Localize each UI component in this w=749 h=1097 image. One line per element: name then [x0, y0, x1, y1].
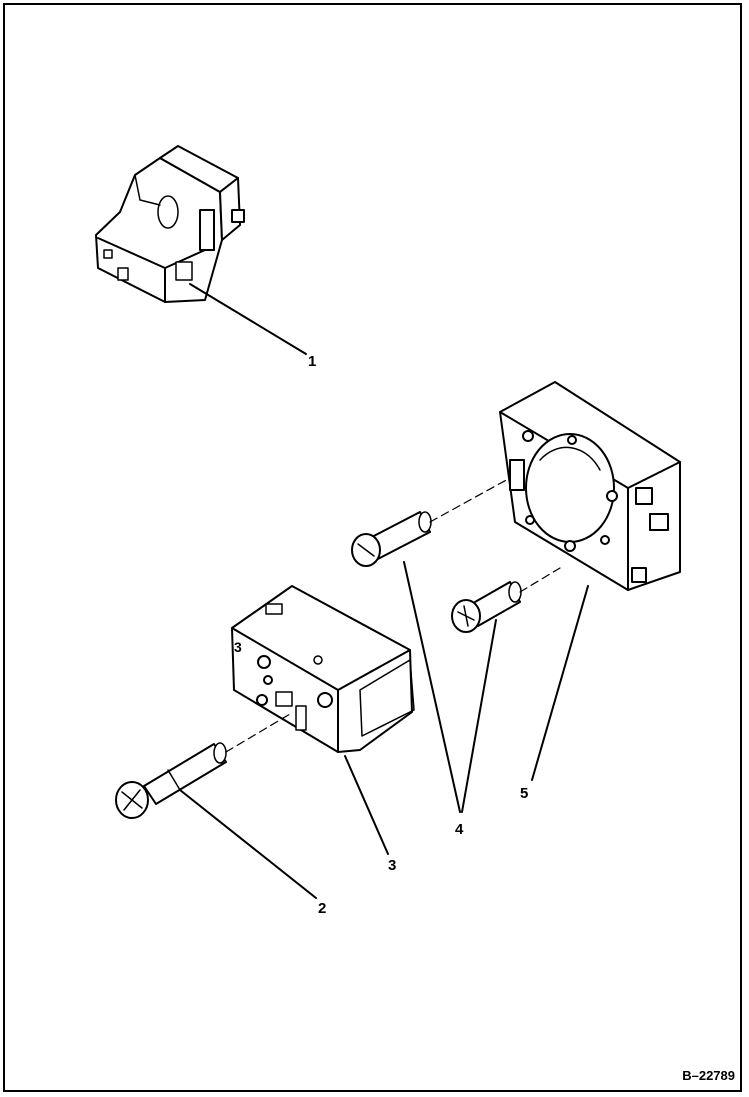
part-3-block — [231, 585, 415, 753]
callout-4: 4 — [455, 821, 464, 838]
part-2-long-screw — [115, 742, 227, 819]
alignment-lines — [225, 477, 561, 753]
part-5-mounting-plate — [499, 381, 681, 591]
callout-3: 3 — [388, 857, 397, 874]
figure-id: B–22789 — [682, 1068, 735, 1083]
part-marking: 3 — [234, 639, 242, 655]
callout-5: 5 — [520, 785, 529, 802]
part-1-assembly — [95, 145, 245, 303]
callout-1: 1 — [308, 353, 317, 370]
part-4-short-screws — [351, 511, 522, 633]
leader-lines — [179, 283, 589, 899]
diagram-frame — [3, 3, 742, 1092]
callout-2: 2 — [318, 900, 327, 917]
